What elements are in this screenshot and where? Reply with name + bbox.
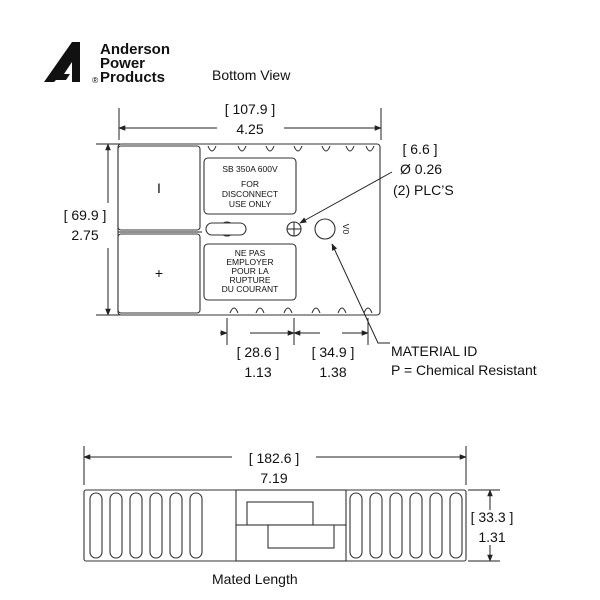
material-id-value: P = Chemical Resistant bbox=[391, 362, 537, 378]
spacing-dimensions: [ 28.6 ] 1.13 [ 34.9 ] 1.38 bbox=[220, 318, 369, 380]
warning-fr-line-1: NE PAS bbox=[235, 248, 266, 258]
mated-h-in-label: 1.31 bbox=[478, 529, 505, 545]
french-warning-panel bbox=[203, 243, 297, 301]
warning-en-line-1: FOR bbox=[241, 179, 259, 189]
minus-symbol: I bbox=[157, 180, 161, 196]
top-ribs bbox=[207, 145, 375, 152]
negative-housing bbox=[117, 145, 201, 231]
english-warning-panel bbox=[203, 157, 297, 215]
material-callout: MATERIAL ID P = Chemical Resistant bbox=[331, 243, 537, 378]
height-dimension: [ 69.9 ] 2.75 bbox=[64, 143, 120, 316]
mated-length-title: Mated Length bbox=[212, 571, 298, 587]
height-mm-label: [ 69.9 ] bbox=[64, 207, 107, 223]
mated-side-view bbox=[83, 489, 467, 562]
mated-height-dimension: [ 33.3 ] 1.31 bbox=[468, 489, 514, 562]
warning-en-line-2: DISCONNECT bbox=[222, 189, 278, 199]
width-in-label: 4.25 bbox=[236, 121, 263, 137]
warning-fr-line-2: EMPLOYER bbox=[226, 257, 273, 267]
hole-in-label: Ø 0.26 bbox=[400, 161, 442, 177]
bottom-view-title: Bottom View bbox=[212, 67, 291, 83]
hole-callout: [ 6.6 ] Ø 0.26 (2) PLC’S bbox=[299, 141, 454, 224]
plus-symbol: + bbox=[155, 265, 163, 281]
left-ribs bbox=[89, 492, 203, 559]
spacing2-mm-label: [ 34.9 ] bbox=[312, 344, 355, 360]
height-in-label: 2.75 bbox=[71, 227, 98, 243]
right-ribs bbox=[349, 492, 463, 559]
connector-bottom-view: I + SB 350A 600V FOR DISCONNECT USE ONLY bbox=[117, 143, 381, 316]
hole-mm-label: [ 6.6 ] bbox=[402, 141, 437, 157]
width-dimension: [ 107.9 ] 4.25 bbox=[118, 101, 382, 140]
registered-mark: ® bbox=[92, 75, 99, 85]
mated-len-in-label: 7.19 bbox=[260, 470, 287, 486]
spacing1-in-label: 1.13 bbox=[244, 364, 271, 380]
warning-fr-line-4: RUPTURE bbox=[229, 275, 270, 285]
mated-len-mm-label: [ 182.6 ] bbox=[249, 450, 300, 466]
brand-line-2: Power bbox=[100, 55, 145, 72]
vo-marking: V0 bbox=[341, 224, 351, 235]
positive-housing bbox=[117, 233, 201, 314]
spacing2-in-label: 1.38 bbox=[319, 364, 346, 380]
hole-slot bbox=[205, 222, 247, 236]
warning-en-line-3: USE ONLY bbox=[229, 199, 272, 209]
brand-line-3: Products bbox=[100, 69, 165, 86]
rating-text: SB 350A 600V bbox=[222, 164, 278, 174]
center-latch bbox=[235, 489, 347, 562]
warning-fr-line-3: POUR LA bbox=[231, 266, 269, 276]
anderson-logo: Anderson Power Products ® bbox=[44, 41, 170, 86]
width-mm-label: [ 107.9 ] bbox=[225, 101, 276, 117]
material-id-label: MATERIAL ID bbox=[391, 343, 477, 359]
warning-fr-line-5: DU COURANT bbox=[222, 284, 279, 294]
logo-mark-icon bbox=[44, 42, 80, 82]
mated-h-mm-label: [ 33.3 ] bbox=[471, 509, 514, 525]
material-id-circle bbox=[314, 218, 336, 240]
spacing1-mm-label: [ 28.6 ] bbox=[237, 344, 280, 360]
mated-length-dimension: [ 182.6 ] 7.19 bbox=[83, 446, 467, 486]
brand-line-1: Anderson bbox=[100, 41, 170, 58]
bottom-ribs bbox=[229, 307, 373, 314]
hole-qty-label: (2) PLC’S bbox=[393, 182, 454, 198]
